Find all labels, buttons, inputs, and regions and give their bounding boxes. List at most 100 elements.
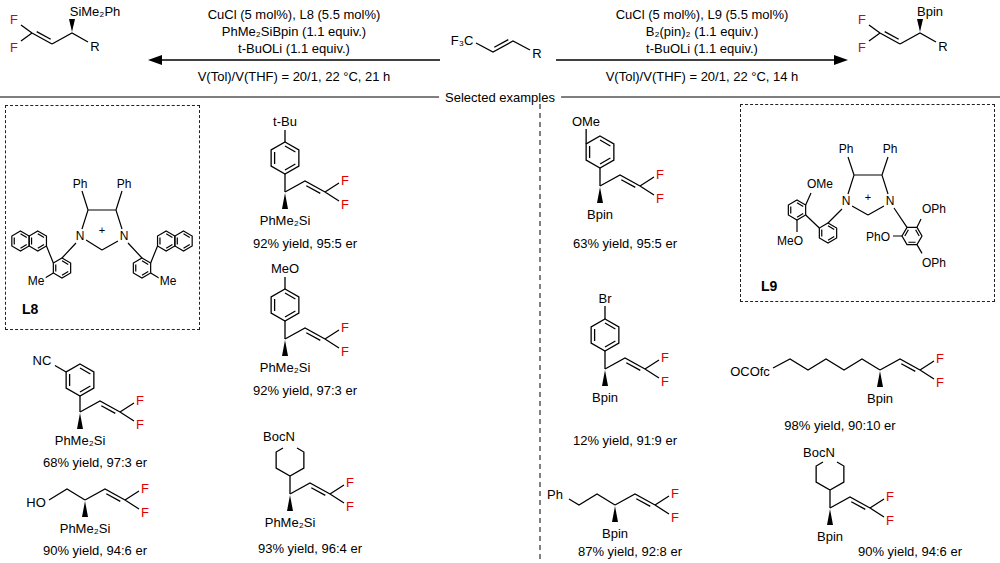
yield-text: 92% yield, 97:3 er	[252, 384, 358, 397]
reaction-arrow	[160, 59, 440, 60]
ligand-atom-label: Ph	[882, 143, 899, 155]
fluorine-label: F	[140, 506, 150, 519]
example-structure	[586, 129, 654, 203]
ligand-atom-label: OPh	[921, 257, 947, 269]
yield-text: 68% yield, 97:3 er	[42, 456, 148, 469]
fluorine-label: F	[885, 490, 895, 503]
example-structure	[49, 489, 139, 517]
ligand-atom-label: MeO	[776, 235, 804, 247]
example-structure	[282, 328, 339, 356]
atom-label: MeO	[270, 262, 300, 275]
atom-label: PhMe₂Si	[259, 214, 312, 227]
product-structure	[21, 25, 88, 44]
ligand-structure	[133, 258, 150, 278]
example-structure	[612, 494, 669, 522]
atom-label: R	[89, 40, 100, 53]
condition-text: CuCl (5 mol%), L8 (5.5 mol%)	[207, 8, 382, 21]
example-structure	[55, 366, 80, 413]
example-structure	[284, 277, 285, 339]
ligand-structure	[45, 191, 159, 278]
example-structure	[586, 136, 614, 168]
atom-label: Bpin	[601, 527, 629, 540]
ligand-atom-label: OMe	[806, 178, 834, 190]
example-structure	[276, 448, 344, 511]
condition-text: CuCl (5 mol%), L9 (5.5 mol%)	[615, 8, 790, 21]
ligand-structure	[788, 157, 924, 253]
atom-label: NC	[32, 354, 53, 367]
charge-sign: +	[864, 192, 872, 203]
example-structure	[816, 462, 844, 508]
fluorine-label: F	[135, 418, 145, 431]
example-structure	[287, 483, 344, 511]
ligand-structure	[788, 200, 805, 220]
example-structure	[816, 462, 884, 525]
example-structure	[55, 364, 134, 429]
condition-text: PhMe₂SiBpin (1.1 equiv.)	[221, 25, 367, 38]
ligand-structure	[175, 231, 192, 251]
yield-text: 90% yield, 94:6 er	[857, 545, 963, 558]
atom-label: OCOfc	[729, 365, 771, 378]
atom-label: Bpin	[866, 392, 894, 405]
atom-label: OMe	[571, 115, 601, 128]
ligand-structure	[819, 223, 836, 243]
ligand-name: L9	[761, 279, 777, 293]
example-structure	[66, 364, 94, 396]
fluorine-label: F	[9, 13, 19, 26]
scheme-frame	[540, 104, 541, 560]
ligand-atom-label: N	[119, 230, 130, 242]
fluorine-label: F	[655, 192, 665, 205]
example-structure	[569, 494, 669, 522]
ligand-box: L9	[740, 104, 995, 302]
atom-label: Bpin	[916, 5, 944, 18]
yield-text: 93% yield, 96:4 er	[257, 542, 363, 555]
reaction-arrow	[556, 59, 836, 60]
example-structure	[602, 358, 659, 386]
atom-label: BocN	[262, 430, 296, 443]
condition-text: t-BuOLi (1.1 equiv.)	[237, 42, 351, 55]
atom-label: PhMe₂Si	[264, 516, 317, 529]
example-structure	[877, 359, 934, 387]
yield-text: 92% yield, 95:5 er	[252, 237, 358, 250]
reaction-arrow	[148, 55, 162, 65]
ligand-atom-label: Me	[159, 275, 178, 287]
condition-text: V(Tol)/V(THF) = 20/1, 22 °C, 14 h	[605, 70, 800, 83]
fluorine-label: F	[670, 511, 680, 524]
fluorine-label: F	[660, 351, 670, 364]
example-structure	[77, 401, 134, 429]
atom-label: HO	[25, 496, 47, 509]
example-structure	[773, 359, 934, 387]
product-structure	[21, 19, 88, 44]
fluorine-label: F	[670, 487, 680, 500]
fluorine-label: F	[340, 345, 350, 358]
fluorine-label: F	[885, 514, 895, 527]
atom-label: F₃C	[450, 34, 475, 47]
atom-label: Ph	[546, 488, 564, 501]
product-structure	[69, 19, 75, 32]
atom-label: Bpin	[591, 391, 619, 404]
ligand-structure	[53, 258, 70, 278]
ligand-atom-label: PhO	[865, 231, 891, 243]
yield-text: 87% yield, 92:8 er	[577, 545, 683, 558]
example-structure	[271, 142, 299, 174]
fluorine-label: F	[660, 375, 670, 388]
charge-sign: +	[98, 225, 106, 236]
ligand-atom-label: Ph	[838, 143, 855, 155]
ligand-atom-label: Me	[27, 275, 46, 287]
ligand-structure	[158, 231, 175, 251]
yield-text: 63% yield, 95:5 er	[572, 237, 678, 250]
product-structure	[869, 19, 936, 44]
atom-label: R	[531, 47, 542, 60]
atom-label: R	[937, 40, 948, 53]
example-structure	[591, 319, 619, 351]
scheme-frame	[0, 97, 1000, 560]
atom-label: Br	[598, 292, 613, 305]
fluorine-label: F	[655, 168, 665, 181]
example-structure	[773, 359, 880, 370]
product-structure	[869, 25, 936, 44]
atom-label: Bpin	[816, 530, 844, 543]
atom-label: PhMe₂Si	[59, 522, 112, 535]
